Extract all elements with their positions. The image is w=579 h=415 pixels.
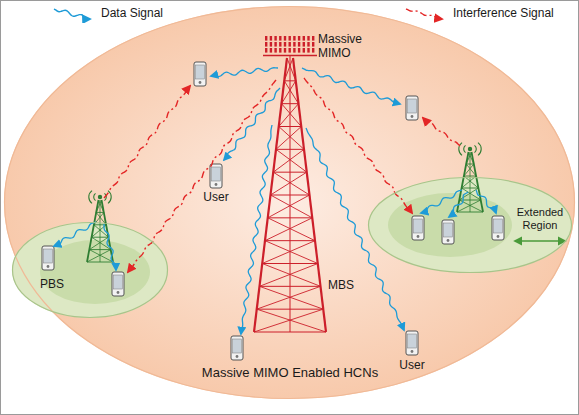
small-cell-ellipse: PBS <box>12 222 168 318</box>
interference-signal-arrow <box>128 80 276 272</box>
node-label: Massive MIMO Enabled HCNs <box>202 366 378 381</box>
label-holder: MBS <box>328 279 354 293</box>
user-phone <box>412 216 424 240</box>
data-signal-arrow <box>421 190 462 213</box>
user-phone <box>492 216 504 240</box>
legend-swatch <box>52 5 96 23</box>
small-cell-core <box>388 193 512 257</box>
legend-entry: Interference Signal <box>404 5 554 23</box>
user-phone <box>406 96 418 120</box>
legend-text: Data Signal <box>101 7 163 21</box>
user-phone <box>42 246 54 270</box>
label-holder: User <box>399 359 424 373</box>
label-holder: User <box>203 191 228 205</box>
coverage-area-fill <box>4 6 575 399</box>
user-phone <box>112 272 124 296</box>
small-cell-ellipse: Extended Region <box>368 177 572 273</box>
ellipse-outline <box>12 222 168 318</box>
ellipse-border <box>369 178 572 273</box>
legend-sample <box>406 9 442 19</box>
data-signal-arrow <box>224 88 280 160</box>
user-label: User <box>203 191 228 205</box>
pico-tower <box>87 191 113 262</box>
legend-text: Interference Signal <box>453 7 554 21</box>
data-signal-arrow <box>306 128 404 330</box>
massive-mimo-array <box>263 36 317 56</box>
extended-region-arrow <box>515 240 565 241</box>
user-phone <box>406 331 418 355</box>
ellipse-border <box>13 223 168 318</box>
user-phone <box>231 336 243 360</box>
user-label: User <box>399 359 424 373</box>
data-signal-arrow <box>104 224 116 270</box>
interference-signal-arrow <box>423 118 460 146</box>
legend-sample <box>54 9 90 19</box>
macro-tower <box>254 56 326 332</box>
data-signal-arrow <box>476 190 496 213</box>
station-label: MBS <box>328 279 354 293</box>
node-label: PBS <box>40 278 64 292</box>
data-signals <box>54 68 496 334</box>
small-cell-core <box>40 240 150 304</box>
interference-signals <box>104 78 460 272</box>
data-signal-arrow <box>211 68 278 77</box>
ellipse-border <box>5 7 575 399</box>
ellipse-outline <box>4 6 575 399</box>
user-phone <box>442 220 454 244</box>
data-signal-arrow <box>302 68 400 104</box>
user-phone <box>210 164 222 188</box>
user-phone <box>194 62 206 86</box>
legend-swatch <box>404 5 448 23</box>
data-signal-arrow <box>241 125 272 334</box>
legend-entry: Data Signal <box>52 5 163 23</box>
data-signal-arrow <box>449 192 468 217</box>
small-cell-fill <box>12 222 168 318</box>
coverage-ellipse: Massive MIMO Enabled HCNs PBS Extended Reg… <box>4 6 575 399</box>
antenna-label: Massive MIMO <box>318 33 372 61</box>
node-label: Extended Region <box>515 206 565 231</box>
label-holder: Massive MIMO <box>318 33 372 61</box>
interference-signal-arrow <box>104 86 190 198</box>
